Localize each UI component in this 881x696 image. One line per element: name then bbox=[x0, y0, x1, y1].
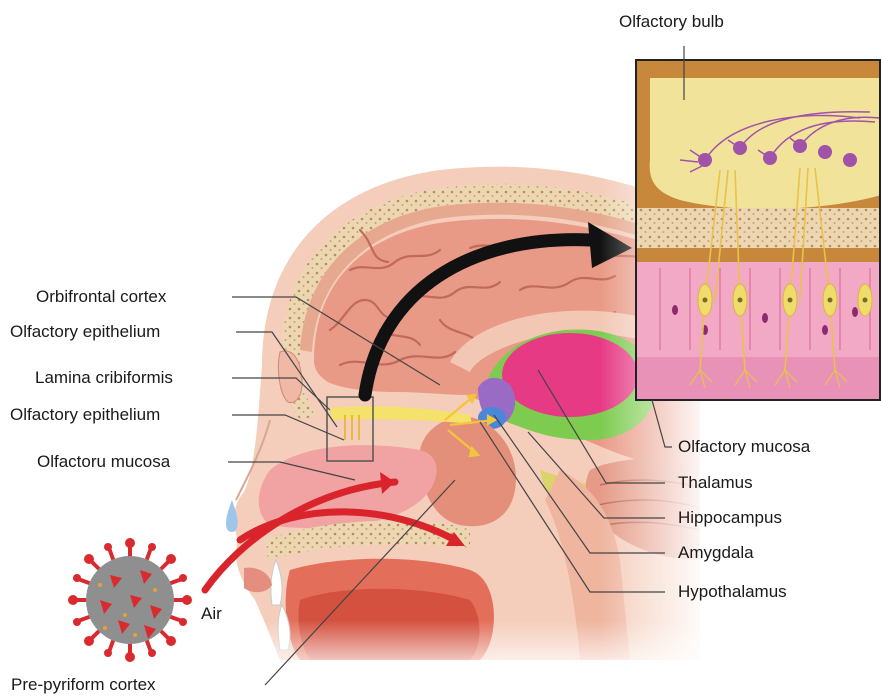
label-olfactory-epithelium-upper: Olfactory epithelium bbox=[10, 322, 160, 342]
nostril-drop bbox=[226, 500, 238, 532]
label-hippocampus: Hippocampus bbox=[678, 508, 782, 528]
label-amygdala: Amygdala bbox=[678, 543, 754, 563]
olfactory-inset bbox=[636, 60, 881, 400]
label-olfactoru-mucosa: Olfactoru mucosa bbox=[37, 452, 170, 472]
label-olfactory-mucosa: Olfactory mucosa bbox=[678, 437, 810, 457]
label-lamina-cribiformis: Lamina cribiformis bbox=[35, 368, 173, 388]
label-air: Air bbox=[201, 604, 222, 624]
label-orbifrontal-cortex: Orbifrontal cortex bbox=[36, 287, 166, 307]
virus-particle bbox=[68, 538, 192, 662]
label-thalamus: Thalamus bbox=[678, 473, 753, 493]
label-olfactory-bulb: Olfactory bulb bbox=[619, 12, 724, 32]
cribriform-bone bbox=[636, 208, 881, 248]
label-olfactory-epithelium-lower: Olfactory epithelium bbox=[10, 405, 160, 425]
label-hypothalamus: Hypothalamus bbox=[678, 582, 787, 602]
label-pre-pyriform-cortex: Pre-pyriform cortex bbox=[11, 675, 156, 695]
